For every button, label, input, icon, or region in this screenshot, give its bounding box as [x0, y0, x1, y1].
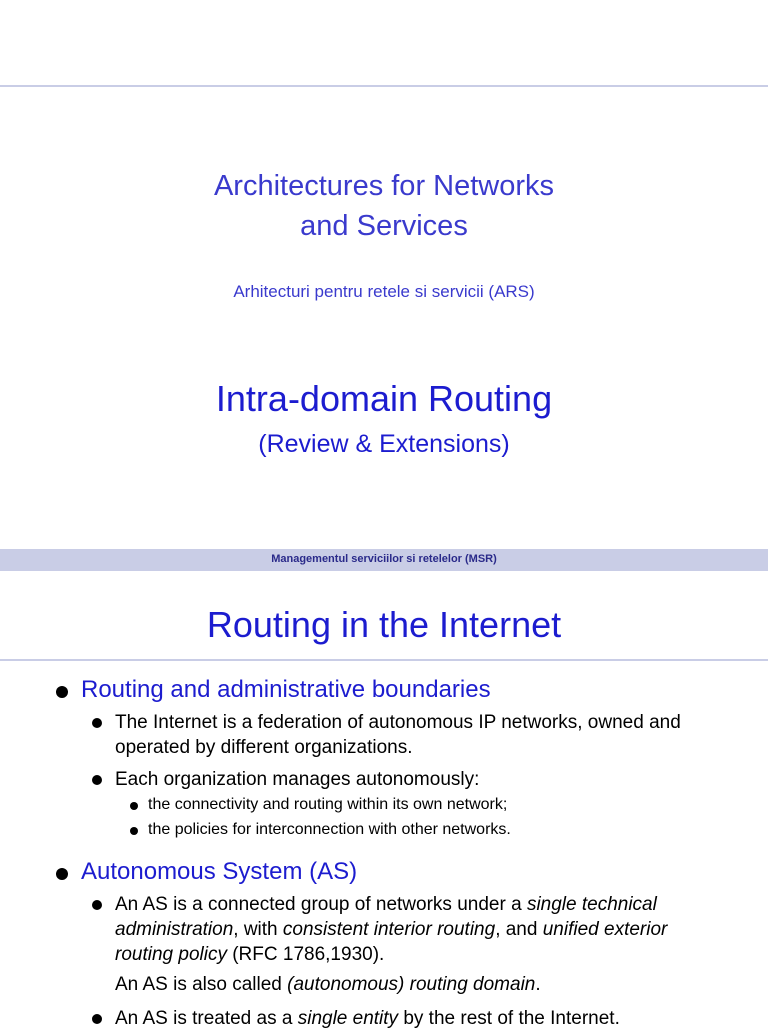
course-title-line2: and Services	[300, 210, 468, 242]
as-def-italic-3: unified exterior routing policy	[115, 919, 668, 965]
bullet-text: the policies for interconnection with ot…	[148, 821, 511, 838]
footer-text: Managementul serviciilor si retelelor (M…	[271, 553, 497, 565]
bullet-autonomous-system: Autonomous System (AS)	[56, 858, 358, 886]
slide1-footer: Managementul serviciilor si retelelor (M…	[0, 549, 768, 571]
as-alias-text-1: An AS is also called	[115, 974, 288, 995]
bullet-as-entity: An AS is treated as a single entity by t…	[92, 1006, 745, 1031]
topic-title: Intra-domain Routing	[215, 378, 553, 419]
bullet-dot	[92, 775, 102, 785]
course-subtitle: Arhitecturi pentru retele si servicii (A…	[233, 282, 535, 301]
course-title-line1: Architectures for Networks	[213, 170, 555, 202]
as-entity-text-1: An AS is treated as a	[115, 1008, 298, 1029]
bullet-dot	[56, 686, 68, 698]
bullet-dot	[92, 718, 102, 728]
slide2-title: Routing in the Internet	[206, 604, 562, 645]
bullet-dot	[92, 900, 102, 910]
bullet-as-definition: An AS is a connected group of networks u…	[92, 892, 675, 967]
as-def-italic-1: single technical administration	[115, 894, 657, 940]
as-def-text-1: An AS is a connected group of networks u…	[115, 894, 527, 915]
bullet-text: the connectivity and routing within its …	[148, 796, 508, 813]
bullet-text: Each organization manages autonomously:	[115, 769, 480, 790]
bullet-dot	[130, 827, 138, 835]
bullet-internet-federation: The Internet is a federation of autonomo…	[92, 710, 745, 760]
bullet-dot	[56, 868, 68, 880]
slide1-top-rule	[0, 85, 768, 87]
as-alias-italic: (autonomous) routing domain	[287, 974, 536, 995]
topic-subtitle: (Review & Extensions)	[258, 430, 510, 458]
bullet-text: Autonomous System (AS)	[81, 858, 358, 885]
as-def-text-3: , and	[495, 919, 543, 940]
as-entity-italic: single entity	[297, 1008, 399, 1029]
bullet-routing-boundaries: Routing and administrative boundaries	[56, 676, 491, 704]
course-title: Architectures for Networks and Services	[0, 166, 768, 246]
as-alias-text-2: .	[535, 974, 541, 995]
as-def-text-2: , with	[233, 919, 283, 940]
as-def-text-4: (RFC 1786,1930).	[226, 944, 385, 965]
bullet-policies: the policies for interconnection with ot…	[130, 821, 511, 839]
bullet-each-organization: Each organization manages autonomously:	[92, 767, 745, 792]
as-entity-text-2: by the rest of the Internet.	[398, 1008, 620, 1029]
bullet-dot	[130, 802, 138, 810]
bullet-dot	[92, 1014, 102, 1024]
as-alias-line: An AS is also called (autonomous) routin…	[115, 974, 541, 996]
slide2-title-rule	[0, 659, 768, 661]
bullet-text: Routing and administrative boundaries	[81, 676, 491, 703]
bullet-connectivity: the connectivity and routing within its …	[130, 796, 508, 814]
as-def-italic-2: consistent interior routing	[282, 919, 496, 940]
bullet-text: The Internet is a federation of autonomo…	[115, 712, 681, 758]
